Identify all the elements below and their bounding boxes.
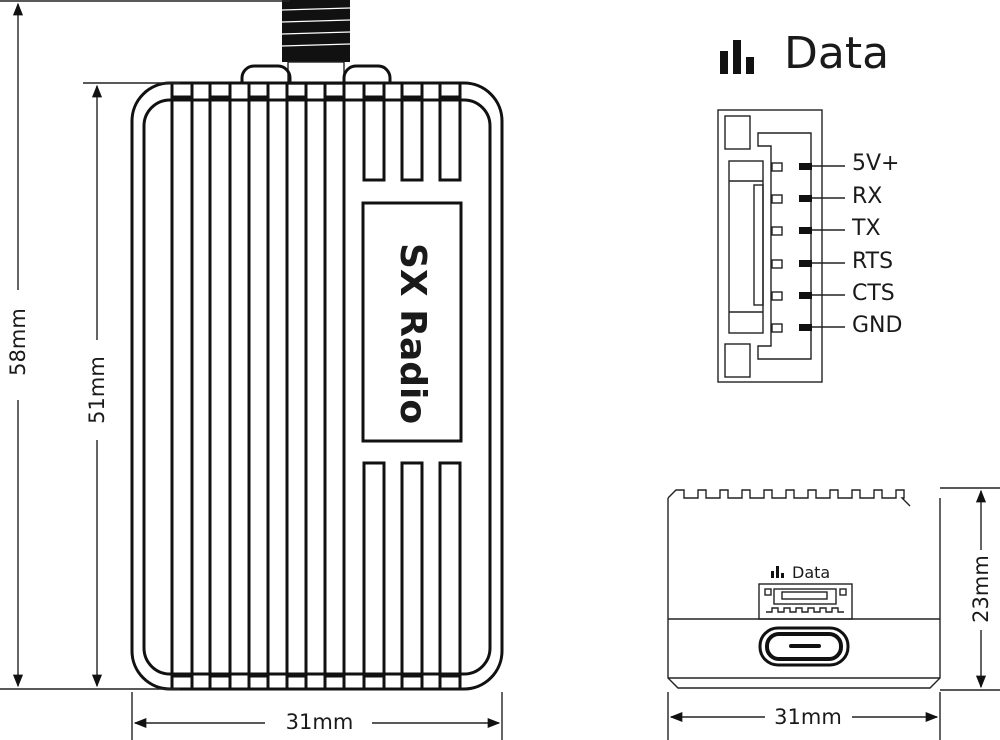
- front-port-label: Data: [792, 563, 831, 582]
- product-label: SX Radio: [392, 243, 433, 425]
- pin-label-rts: RTS: [852, 249, 894, 274]
- dimension-side-height: 23mm: [969, 555, 993, 623]
- connector-pinout: [717, 40, 845, 383]
- pin-label-5v: 5V+: [852, 151, 900, 176]
- dimension-side-width: 31mm: [774, 705, 842, 729]
- pin-label-cts: CTS: [852, 281, 895, 306]
- module-front-view: [667, 489, 941, 689]
- signal-bars-icon: [720, 40, 754, 74]
- connector-title: Data: [784, 28, 890, 79]
- dimension-lines-top-view: [0, 0, 503, 740]
- pin-label-rx: RX: [852, 184, 883, 209]
- pin-label-gnd: GND: [852, 313, 903, 338]
- dimension-top-width: 31mm: [285, 710, 354, 734]
- pin-label-tx: TX: [852, 216, 881, 241]
- dimension-lines-front-view: [667, 487, 1000, 740]
- dimension-body-height: 51mm: [85, 356, 109, 424]
- small-signal-bars-icon: [771, 566, 784, 578]
- module-top-view: [130, 0, 504, 691]
- usb-c-port: [758, 626, 850, 667]
- product-label-box: [361, 201, 463, 443]
- data-port: [758, 583, 853, 620]
- dimension-total-height: 58mm: [6, 308, 30, 376]
